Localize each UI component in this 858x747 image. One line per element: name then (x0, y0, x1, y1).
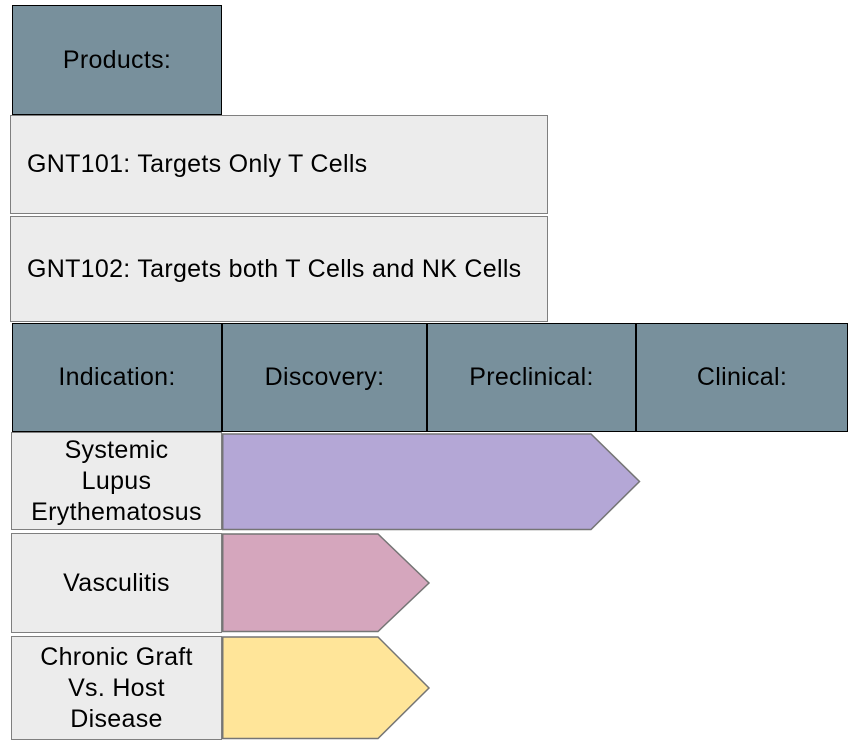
vasculitis-progress-arrow (222, 533, 431, 633)
indication-label-sle: Systemic Lupus Erythematosus (11, 432, 222, 530)
indication-label-cgvhd-text: Chronic Graft Vs. Host Disease (40, 642, 193, 733)
product-gnt101-label: GNT101: Targets Only T Cells (27, 150, 368, 178)
product-gnt102-label: GNT102: Targets both T Cells and NK Cell… (27, 254, 522, 283)
products-header-label: Products: (62, 45, 172, 74)
stage-header-discovery: Discovery: (222, 323, 427, 432)
stage-header-preclinical-label: Preclinical: (469, 363, 594, 391)
stage-header-indication: Indication: (12, 323, 222, 432)
sle-progress-arrow (222, 433, 641, 531)
stage-header-indication-label: Indication: (58, 363, 176, 391)
indication-label-sle-text: Systemic Lupus Erythematosus (31, 435, 202, 526)
indication-label-vasculitis-text: Vasculitis (63, 568, 170, 597)
stage-header-clinical: Clinical: (636, 323, 848, 432)
cgvhd-progress-arrow (222, 636, 431, 740)
indication-label-cgvhd: Chronic Graft Vs. Host Disease (11, 636, 222, 740)
indication-label-vasculitis: Vasculitis (11, 533, 222, 633)
stage-header-discovery-label: Discovery: (264, 363, 385, 391)
stage-header-clinical-label: Clinical: (696, 363, 788, 391)
stage-header-preclinical: Preclinical: (427, 323, 636, 432)
product-gnt102-box: GNT102: Targets both T Cells and NK Cell… (10, 216, 548, 322)
product-gnt101-box: GNT101: Targets Only T Cells (10, 115, 548, 214)
products-header-box: Products: (12, 5, 222, 115)
